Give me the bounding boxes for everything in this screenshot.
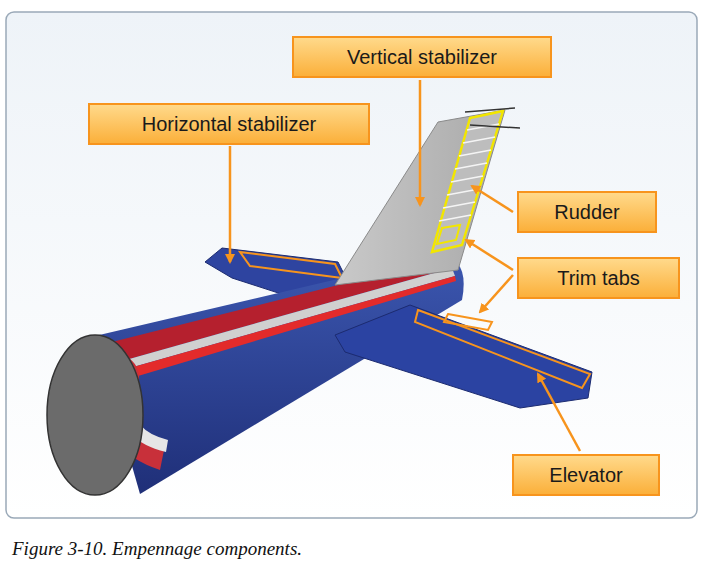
callout-text: Rudder <box>554 201 620 224</box>
vertical-stabilizer-label: Vertical stabilizer <box>292 36 552 78</box>
panel-border <box>6 12 697 518</box>
near-horizontal-stabilizer <box>335 305 592 408</box>
fuselage-section <box>47 335 143 495</box>
antenna <box>465 108 515 112</box>
elevator-outline <box>415 310 590 388</box>
rudder-trim-tab <box>437 225 460 244</box>
rudder-ribs <box>439 124 499 221</box>
figure-caption: Figure 3-10. Empennage components. <box>12 538 302 560</box>
trim-tabs-label: Trim tabs <box>517 257 680 299</box>
callout-text: Vertical stabilizer <box>347 46 497 69</box>
rudder-label: Rudder <box>517 191 657 233</box>
callout-text: Elevator <box>549 464 622 487</box>
elevator-label: Elevator <box>512 454 660 496</box>
horizontal-stabilizer-label: Horizontal stabilizer <box>88 103 370 145</box>
antenna <box>470 125 520 128</box>
callout-text: Trim tabs <box>557 267 640 290</box>
callout-text: Horizontal stabilizer <box>142 113 317 136</box>
far-elevator-outline <box>240 252 342 278</box>
fuselage <box>95 255 464 494</box>
elevator-trim-tab <box>444 314 492 330</box>
rudder-outline <box>432 111 503 252</box>
